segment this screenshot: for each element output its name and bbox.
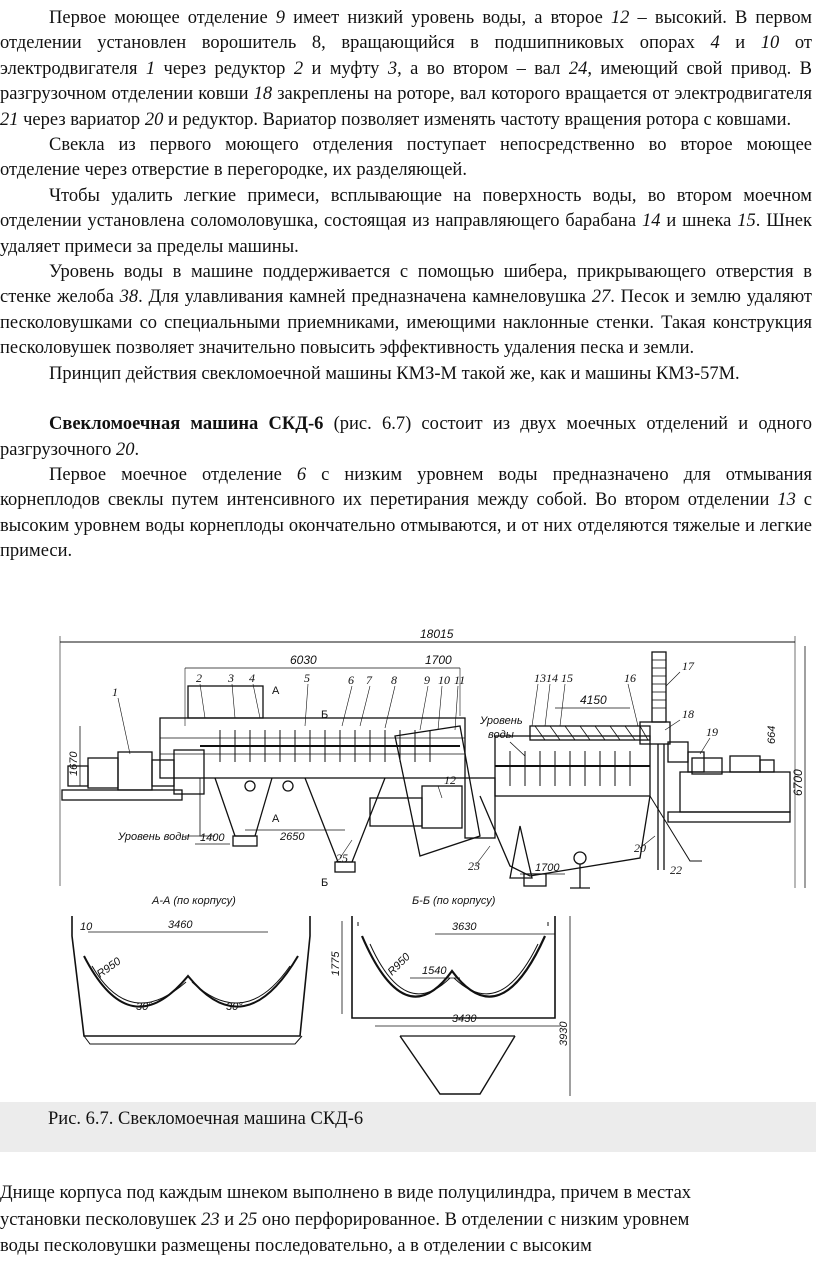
callout-4: 4 (249, 671, 255, 685)
dim-3460: 3460 (168, 919, 193, 931)
callout-11: 11 (454, 673, 465, 687)
dim-r950-left: R950 (95, 955, 124, 980)
dim-r950-right: R950 (386, 950, 414, 978)
dim-3430: 3430 (452, 1013, 477, 1025)
water-level-right-label-1: Уровень (479, 715, 523, 727)
section-bb-label: Б-Б (по корпусу) (412, 895, 496, 907)
dim-664: 664 (766, 726, 778, 744)
callout-13: 13 (534, 671, 546, 685)
body-text: Первое моющее отделение 9 имеет низкий у… (0, 6, 812, 565)
paragraph: Свекломоечная машина СКД-6 (рис. 6.7) со… (0, 414, 812, 460)
callout-5: 5 (304, 671, 310, 685)
callout-1: 1 (112, 685, 118, 699)
caption-band (0, 1102, 816, 1152)
callout-19: 19 (706, 725, 718, 739)
dim-1540: 1540 (422, 965, 447, 977)
dim-2650: 2650 (279, 831, 305, 843)
callout-16: 16 (624, 671, 636, 685)
water-level-left-label: Уровень воды (117, 831, 189, 843)
dim-3630: 3630 (452, 921, 477, 933)
callout-15: 15 (561, 671, 573, 685)
dim-1670: 1670 (68, 751, 80, 776)
dim-1400: 1400 (200, 832, 225, 844)
bottom-text: Днище корпуса под каждым шнеком выполнен… (0, 1180, 816, 1260)
figure-skd6-drawing: 18015 6030 1700 4150 6700 1670 (40, 626, 816, 1102)
callout-3: 3 (227, 671, 234, 685)
callout-25: 25 (336, 851, 348, 865)
dim-1775: 1775 (330, 951, 342, 976)
callout-23: 23 (468, 859, 480, 873)
dim-1700-top: 1700 (425, 653, 452, 667)
water-level-right-label-2: воды (488, 729, 514, 741)
angle-30-right: 30° (226, 1001, 243, 1013)
paragraph: Принцип действия свекломоечной машины КМ… (49, 363, 740, 384)
dim-6030: 6030 (290, 653, 317, 667)
cut-mark-b-top: Б (321, 709, 328, 721)
callout-22: 22 (670, 863, 682, 877)
dim-total: 18015 (420, 627, 454, 641)
dim-4150: 4150 (580, 693, 607, 707)
section-aa-label: А-А (по корпусу) (151, 895, 236, 907)
callout-18: 18 (682, 707, 694, 721)
bottom-line-1: Днище корпуса под каждым шнеком выполнен… (0, 1183, 692, 1203)
paragraph: Первое моющее отделение 9 имеет низкий у… (0, 8, 812, 130)
cut-mark-b-bottom: Б (321, 877, 328, 889)
paragraph: Уровень воды в машине поддерживается с п… (0, 262, 812, 359)
bottom-line-2: установки песколовушек 23 и 25 оно перфо… (0, 1209, 690, 1230)
callout-6: 6 (348, 673, 354, 687)
cut-mark-a-bottom: А (272, 813, 280, 825)
paragraph: Чтобы удалить легкие примеси, всплывающи… (0, 185, 812, 257)
callout-8: 8 (391, 673, 397, 687)
angle-30-left: 30° (136, 1001, 153, 1013)
label-10: 10 (80, 921, 93, 933)
paragraph: Свекла из первого моющего отделения пост… (0, 135, 812, 181)
technical-drawing: 18015 6030 1700 4150 6700 1670 (59, 627, 806, 1096)
callout-7: 7 (366, 673, 373, 687)
callout-17: 17 (682, 659, 695, 673)
dim-3930: 3930 (558, 1021, 570, 1046)
callout-9: 9 (424, 673, 430, 687)
callout-10: 10 (438, 673, 450, 687)
paragraph: Первое моечное отделение 6 с низким уров… (0, 464, 813, 562)
bottom-line-3: воды песколовушки размещены последовател… (0, 1236, 592, 1257)
callout-14: 14 (546, 671, 558, 685)
figure-caption: Рис. 6.7. Свекломоечная машина СКД-6 (48, 1109, 364, 1129)
callout-2: 2 (196, 671, 202, 685)
dim-1700-bottom: 1700 (535, 862, 560, 874)
callout-12: 12 (444, 773, 456, 787)
dim-6700: 6700 (791, 769, 805, 796)
cut-mark-a-top: А (272, 685, 280, 697)
